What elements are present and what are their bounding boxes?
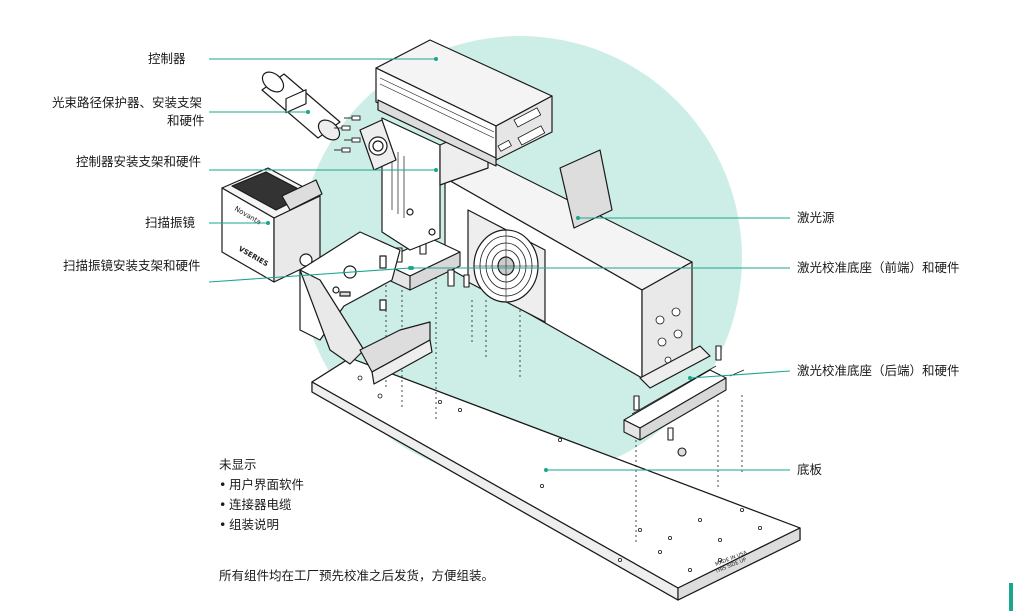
leader-front-mount-dot bbox=[410, 266, 414, 270]
not-shown-title: 未显示 bbox=[219, 457, 257, 472]
beam-path-mount bbox=[359, 119, 397, 171]
not-shown-note: 未显示 •用户界面软件 •连接器电缆 •组装说明 bbox=[219, 455, 304, 535]
assembly-guide-lines bbox=[385, 232, 743, 545]
label-laser-source: 激光源 bbox=[797, 210, 835, 225]
leader-lines bbox=[208, 57, 791, 472]
list-item: •用户界面软件 bbox=[219, 477, 305, 492]
fan bbox=[467, 209, 546, 323]
label-front-mount: 激光校准底座（前端）和硬件 bbox=[797, 260, 960, 275]
label-controller: 控制器 bbox=[148, 51, 186, 66]
leader-base-plate-dot bbox=[544, 468, 548, 472]
label-base-plate: 底板 bbox=[797, 462, 823, 477]
base-plate: MADE IN USA THIS SIDE UP bbox=[311, 357, 801, 601]
leader-rear-mount bbox=[689, 370, 791, 379]
not-shown-list: •用户界面软件 •连接器电缆 •组装说明 bbox=[219, 475, 304, 535]
label-scan-head: 扫描振镜 bbox=[145, 215, 196, 230]
list-item: •组装说明 bbox=[219, 517, 280, 532]
label-controller-bracket: 控制器安装支架和硬件 bbox=[76, 154, 201, 169]
leader-beam-path-protector-dot bbox=[306, 110, 310, 114]
leader-laser-source-dot bbox=[576, 216, 580, 220]
labels: 控制器 光束路径保护器、安装支架 和硬件 控制器安装支架和硬件 扫描振镜 扫描振… bbox=[52, 51, 960, 477]
controller bbox=[375, 39, 553, 167]
leader-scan-head-dot bbox=[266, 221, 270, 225]
laser-source bbox=[444, 149, 711, 389]
scan-head: Novanta VSERIES bbox=[221, 89, 323, 283]
leader-scan-head-bracket bbox=[208, 267, 411, 283]
list-item: •连接器电缆 bbox=[219, 497, 292, 512]
label-scan-head-bracket: 扫描振镜安装支架和硬件 bbox=[63, 258, 201, 273]
leader-controller-bracket-dot bbox=[434, 168, 438, 172]
bolts bbox=[334, 115, 361, 153]
leader-rear-mount-dot bbox=[688, 376, 692, 380]
label-rear-mount: 激光校准底座（后端）和硬件 bbox=[797, 363, 960, 378]
accent-bar bbox=[1009, 583, 1013, 611]
footer-note: 所有组件均在工厂预先校准之后发货，方便组装。 bbox=[219, 568, 495, 583]
leader-controller-dot bbox=[434, 57, 438, 61]
rear-calibration-mount bbox=[623, 345, 745, 457]
label-beam-path-protector: 光束路径保护器、安装支架 bbox=[52, 95, 202, 110]
label-beam-path-protector-2: 和硬件 bbox=[167, 113, 205, 128]
